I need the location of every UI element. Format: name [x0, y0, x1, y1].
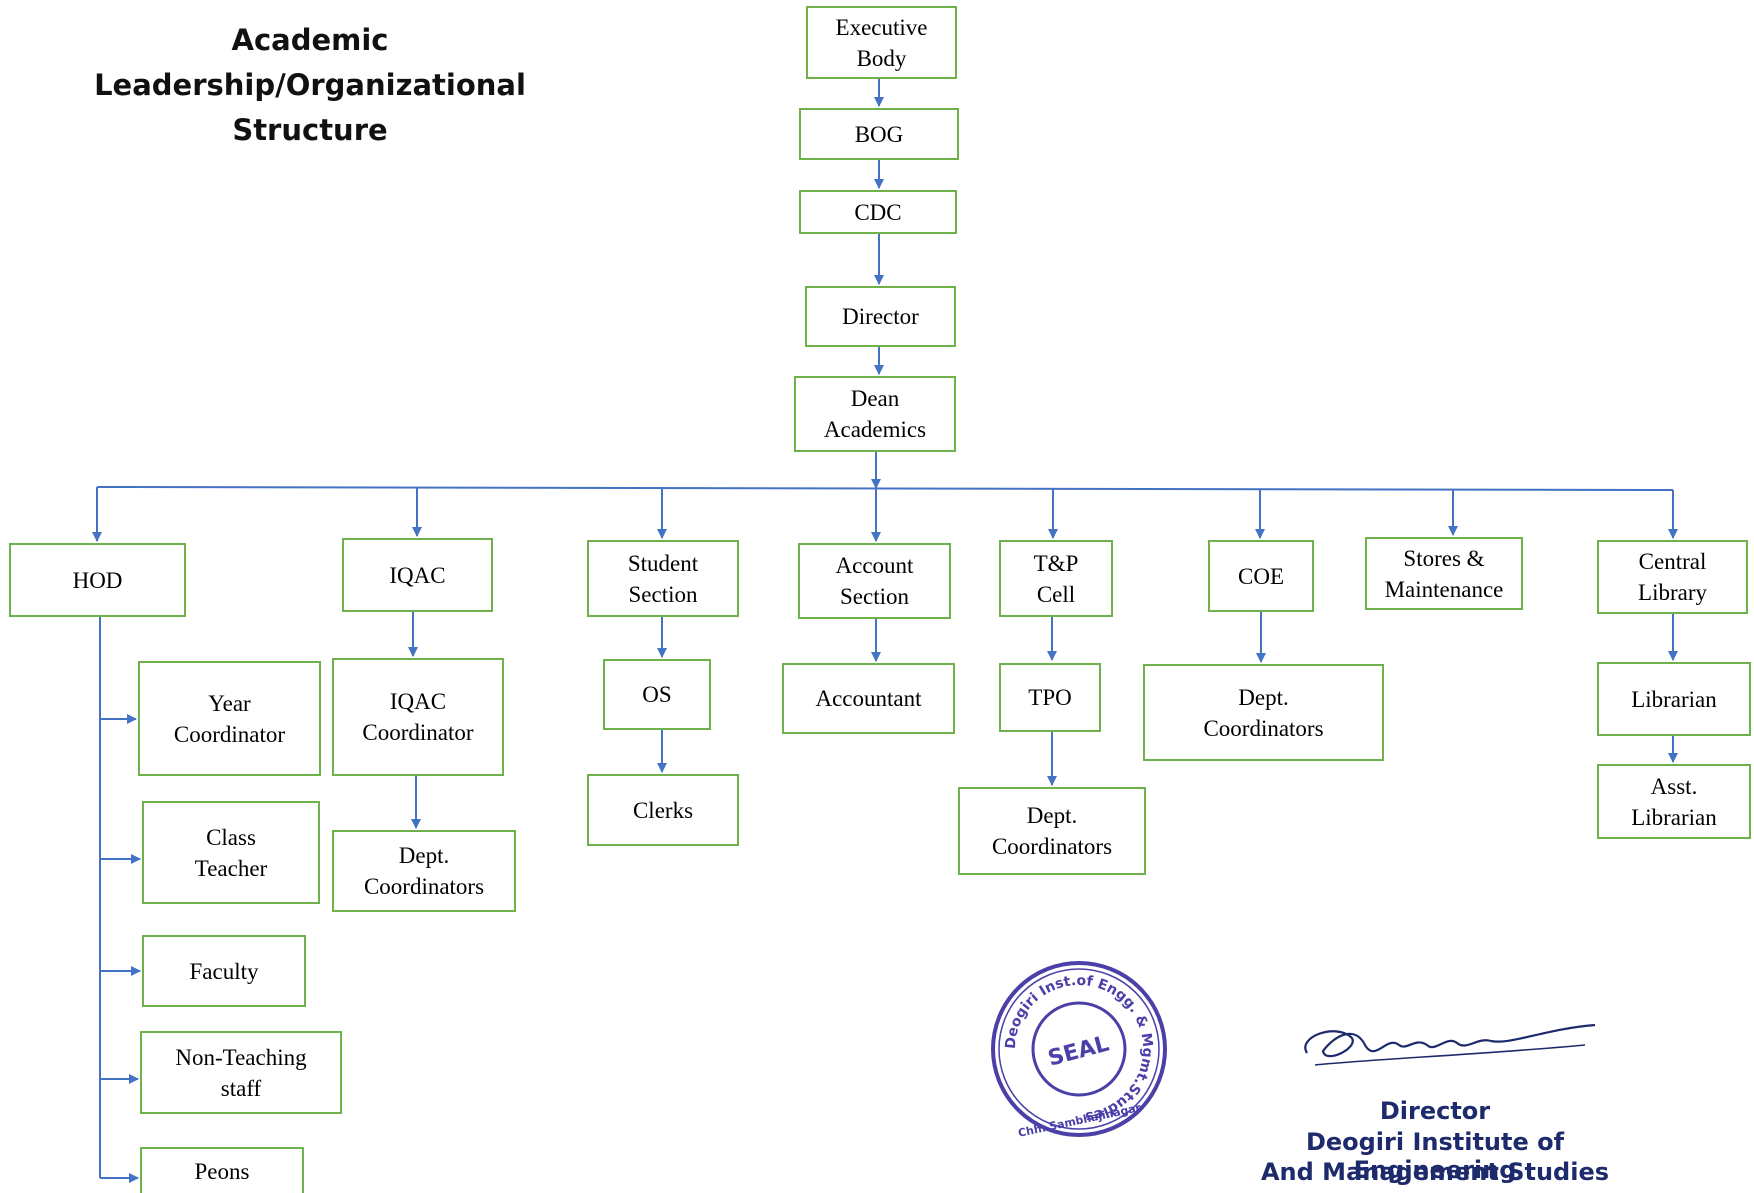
- node-stores-maintenance: Stores &Maintenance: [1365, 537, 1523, 610]
- bus-line: [96, 486, 1674, 491]
- signature-title: Director: [1379, 1097, 1491, 1125]
- node-accountant: Accountant: [782, 663, 955, 734]
- node-tpo: TPO: [999, 663, 1101, 732]
- chart-title: Academic Leadership/Organizational Struc…: [60, 18, 560, 153]
- node-cdc: CDC: [799, 190, 957, 234]
- node-hod: HOD: [9, 543, 186, 617]
- signature-scribble: [1304, 1023, 1596, 1066]
- node-librarian: Librarian: [1597, 662, 1751, 736]
- node-director: Director: [805, 286, 956, 347]
- director-signature-block: Director Deogiri Institute of Engineerin…: [1225, 1015, 1645, 1190]
- node-asst-librarian: Asst.Librarian: [1597, 764, 1751, 839]
- seal-center-text: SEAL: [1045, 1031, 1111, 1071]
- title-line-3: Structure: [232, 113, 388, 147]
- title-line-1: Academic: [231, 23, 389, 57]
- node-coe: COE: [1208, 540, 1314, 612]
- node-peons: Peons: [140, 1147, 304, 1193]
- node-bog: BOG: [799, 108, 959, 160]
- signature-institute-line-1: Deogiri Institute of Engineering: [1305, 1128, 1565, 1184]
- node-iqac-dept-coordinators: Dept.Coordinators: [332, 830, 516, 912]
- signature-institute-line-2: And Management Studies: [1260, 1158, 1610, 1186]
- node-faculty: Faculty: [142, 935, 306, 1007]
- node-clerks: Clerks: [587, 774, 739, 846]
- node-coe-dept-coordinators: Dept.Coordinators: [1143, 664, 1384, 761]
- institute-seal: Deogiri Inst.of Engg. & Mgmt.Studies Chh…: [991, 961, 1167, 1140]
- node-os: OS: [603, 659, 711, 730]
- node-iqac: IQAC: [342, 538, 493, 612]
- node-tpo-dept-coordinators: Dept.Coordinators: [958, 787, 1146, 875]
- title-line-2: Leadership/Organizational: [94, 68, 526, 102]
